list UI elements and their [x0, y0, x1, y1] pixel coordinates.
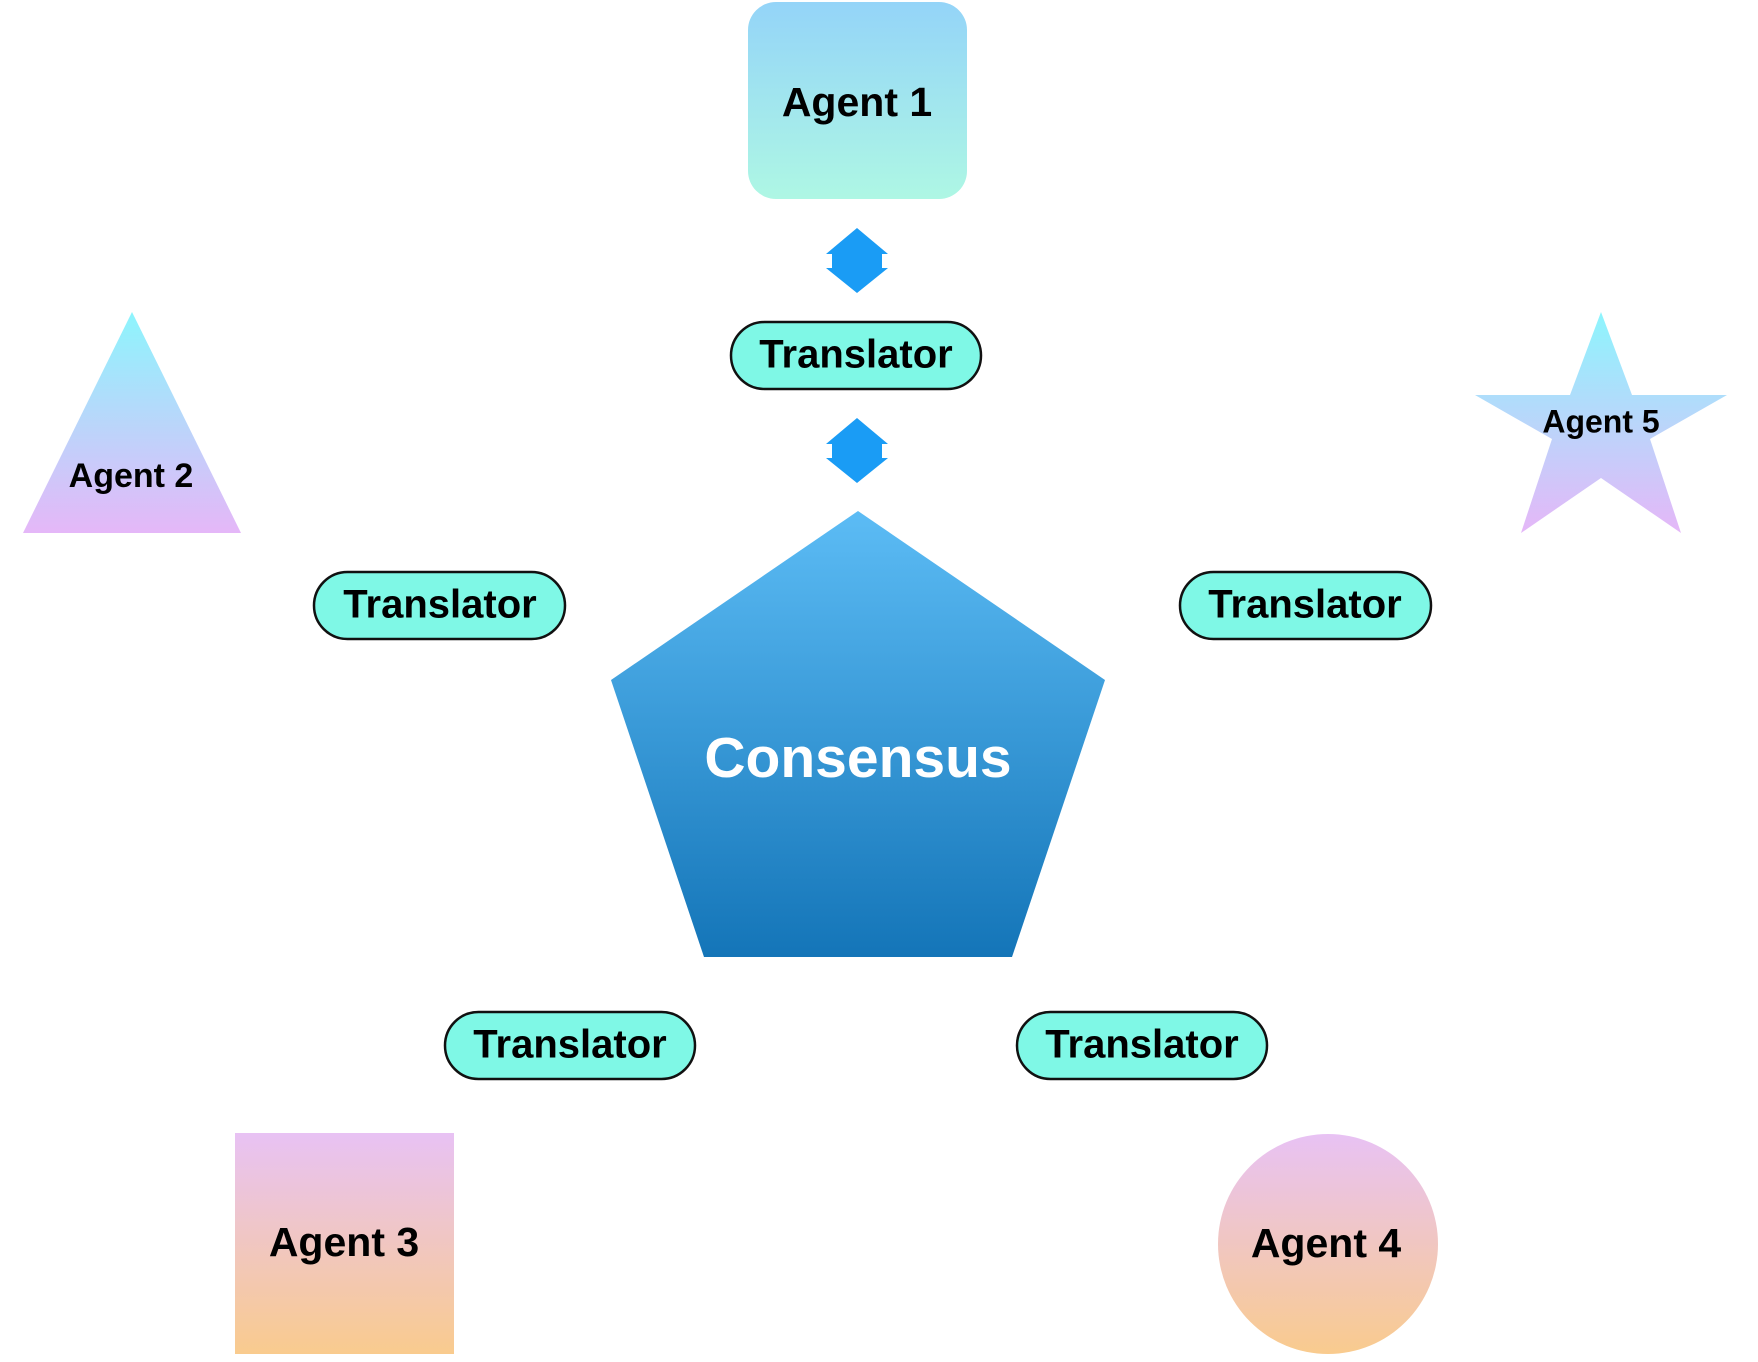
translator-bottom-right: Translator [1015, 1010, 1269, 1081]
translator-left-pill [312, 570, 567, 641]
translator-right-pill [1178, 570, 1433, 641]
translator-bottom-left-label: Translator [473, 1023, 666, 1067]
translator-bottom-left: Translator [443, 1010, 697, 1081]
translator-top: Translator [729, 320, 983, 391]
agent-1-shape [748, 2, 967, 199]
agent-3-node: Agent 3 [235, 1133, 454, 1354]
translator-bottom-right-label: Translator [1045, 1023, 1238, 1067]
agent-3-label: Agent 3 [269, 1219, 419, 1265]
agent-1-node: Agent 1 [748, 2, 967, 199]
translator-right: Translator [1178, 570, 1433, 641]
translator-left: Translator [312, 570, 567, 641]
consensus-node: Consensus [611, 511, 1105, 957]
agent-4-node: Agent 4 [1218, 1134, 1438, 1354]
double-arrow-icon [826, 228, 888, 293]
translator-bottom-right-pill [1015, 1010, 1269, 1081]
translator-left-label: Translator [343, 583, 536, 627]
agent-5-label: Agent 5 [1542, 403, 1659, 439]
double-arrow-icon [826, 418, 888, 483]
consensus-shape [611, 511, 1105, 957]
agent-2-label: Agent 2 [69, 457, 194, 495]
agent-4-shape [1218, 1134, 1438, 1354]
translator-top-pill [729, 320, 983, 391]
agent-1-label: Agent 1 [782, 79, 932, 125]
agent-2-shape [23, 312, 241, 533]
agent-5-node: Agent 5 [1475, 312, 1727, 533]
translator-right-label: Translator [1208, 583, 1401, 627]
agent-4-label: Agent 4 [1251, 1220, 1402, 1266]
agent-5-shape [1475, 312, 1727, 533]
agent-3-shape [235, 1133, 454, 1354]
consensus-label: Consensus [704, 726, 1011, 790]
translator-bottom-left-pill [443, 1010, 697, 1081]
agent-2-node: Agent 2 [23, 312, 241, 533]
translator-top-label: Translator [759, 333, 952, 377]
